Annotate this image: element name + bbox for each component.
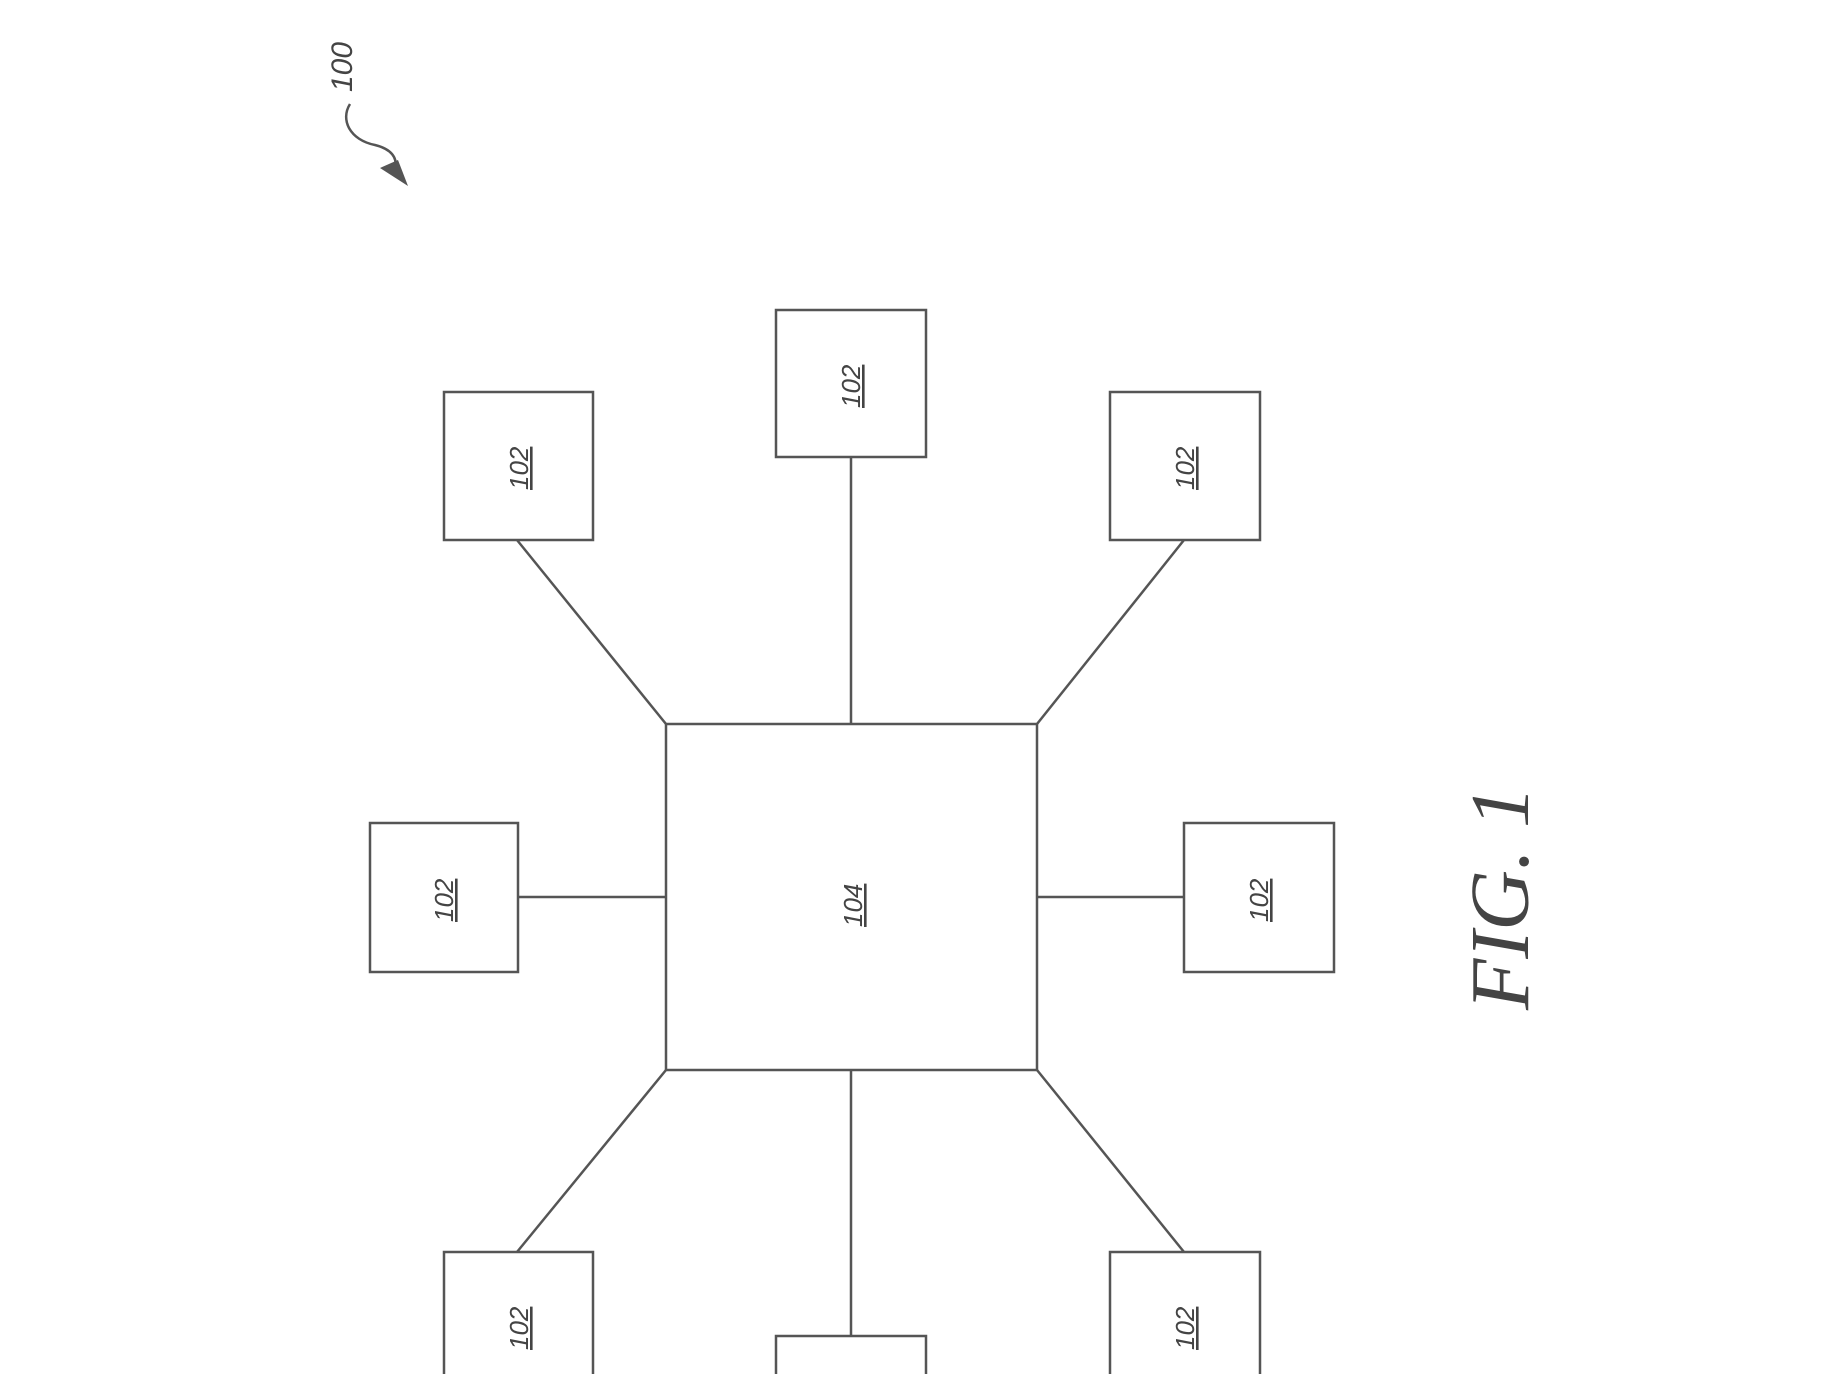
- node-bottom-left: 102: [442, 1250, 595, 1374]
- hub-node: 104: [664, 722, 1039, 1072]
- node-label: 102: [1170, 446, 1200, 490]
- link-bottom-left: [516, 1069, 667, 1253]
- node-label: 102: [836, 364, 866, 408]
- node-box: [1108, 1250, 1262, 1374]
- link-top-left: [516, 539, 667, 725]
- node-box: [442, 390, 595, 542]
- node-top-left: 102: [442, 390, 595, 542]
- link-top-right: [1036, 539, 1185, 725]
- node-box: [368, 821, 520, 974]
- node-left: 102: [368, 821, 520, 974]
- node-right: 102: [1182, 821, 1336, 974]
- node-label: 102: [429, 878, 459, 922]
- node-box: [774, 1334, 928, 1374]
- node-bottom-right: 102: [1108, 1250, 1262, 1374]
- connections: [516, 457, 1185, 1336]
- hub-box: [664, 722, 1039, 1072]
- node-label: 102: [504, 446, 534, 490]
- node-box: [774, 308, 928, 459]
- hub-label: 104: [838, 884, 868, 927]
- node-label: 102: [1170, 1306, 1200, 1350]
- node-box: [442, 1250, 595, 1374]
- figure-caption: FIG. 1: [1454, 786, 1547, 1011]
- node-bottom: [774, 1334, 928, 1374]
- node-box: [1108, 390, 1262, 542]
- figure-ref-number: 100: [326, 42, 359, 92]
- figure-ref-arrowhead: [380, 160, 408, 186]
- figure-reference: 100: [326, 42, 408, 186]
- node-top-right: 102: [1108, 390, 1262, 542]
- node-top: 102: [774, 308, 928, 459]
- node-box: [1182, 821, 1336, 974]
- link-bottom-right: [1036, 1069, 1185, 1253]
- node-label: 102: [1244, 878, 1274, 922]
- node-label: 102: [504, 1306, 534, 1350]
